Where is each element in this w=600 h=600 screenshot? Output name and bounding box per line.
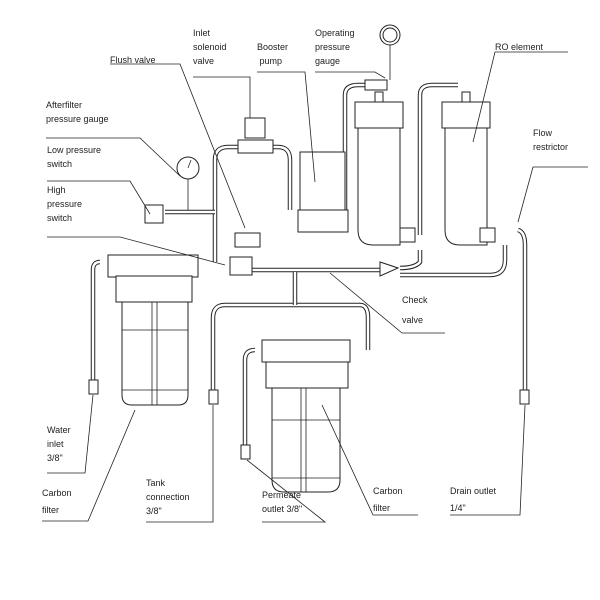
label-booster-pump: Booster pump [257, 42, 289, 66]
label-ro-element: RO element [495, 42, 544, 52]
label-afterfilter-pressure-gauge: Afterfilter pressure gauge [46, 100, 109, 124]
label-drain-outlet: Drain outlet 1/4" [450, 486, 497, 513]
afterfilter-gauge-part [144, 27, 398, 276]
label-low-pressure-switch: Low pressure switch [47, 145, 102, 169]
label-water-inlet: Water inlet 3/8" [47, 425, 71, 463]
label-permeate-outlet: Permeate outlet 3/8" [262, 490, 303, 514]
label-carbon-filter-left: Carbon filter [42, 488, 72, 515]
label-tank-connection: Tank connection 3/8" [146, 478, 190, 516]
carbon-filter-left [88, 254, 199, 406]
ro-housing-1 [354, 24, 404, 246]
label-carbon-filter-right: Carbon filter [373, 486, 403, 513]
booster-pump [297, 151, 349, 233]
label-flow-restrictor: Flow restrictor [533, 128, 569, 152]
tubing [90, 82, 528, 450]
label-operating-pressure-gauge: Operating pressure gauge [315, 28, 355, 66]
label-flush-valve: Flush valve [110, 55, 156, 65]
leader-lines [42, 51, 588, 523]
label-inlet-solenoid-valve: Inlet solenoid valve [193, 28, 227, 66]
label-check-valve: Check valve [402, 295, 428, 325]
label-high-pressure-switch: High pressure switch [47, 185, 83, 223]
inlet-solenoid-valve-part [237, 117, 274, 154]
carbon-filter-right [208, 339, 530, 493]
